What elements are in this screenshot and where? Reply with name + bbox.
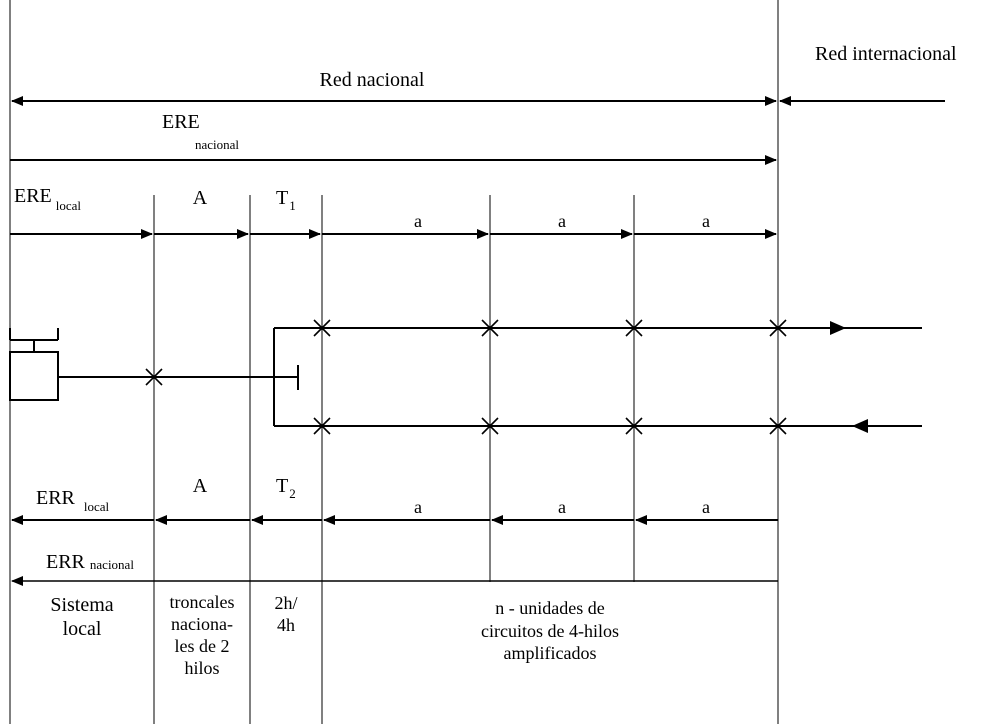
crosspoints [145,319,787,435]
send-a2-label: a [558,211,566,231]
send-a3-label: a [702,211,710,231]
boundary-lines [9,0,779,724]
ere-national-main: ERE [162,111,200,133]
local-system-caption: Sistema local [10,593,154,642]
hybrid-line-2: 4h [277,614,295,635]
trunks-line-3: les de 2 [174,635,230,656]
recv-a1-label: a [414,497,422,517]
hybrid-caption: 2h/ 4h [250,593,322,637]
cross-go-1 [313,319,331,337]
cross-go-4 [769,319,787,337]
ere-national-label: ERE [162,112,200,132]
cross-ret-1 [313,417,331,435]
local-system-line-2: local [62,618,102,641]
cross-ret-2 [481,417,499,435]
trunks-line-1: troncales [169,592,235,612]
amplified-line-2: circuitos de 4-hilos [481,620,619,641]
return-direction-arrow [852,419,868,433]
amplified-line-3: amplificados [503,643,597,663]
red-nacional-label: Red nacional [319,69,425,91]
recv-a3-label: a [702,497,710,517]
cross-go-3 [625,319,643,337]
ere-local-subscript: local [55,198,82,213]
cross-ret-3 [625,417,643,435]
amplified-line-1: n - unidades de [495,598,605,618]
err-national-main: ERR [46,551,85,573]
ere-local-main: ERE [14,185,52,207]
cross-local [145,368,163,386]
trunks-line-4: hilos [184,657,220,678]
ere-national-subscript: nacional [195,137,240,152]
local-system-line-1: Sistema [50,594,114,616]
cross-go-2 [481,319,499,337]
err-local-main: ERR [36,487,75,509]
recv-T2-main: T [276,475,289,497]
recv-A-label: A [192,475,208,497]
send-T1-subscript: 1 [289,198,296,213]
recv-T2-subscript: 2 [289,486,296,501]
send-T1-main: T [276,187,289,209]
telephone-set-icon [9,328,59,401]
go-direction-arrow [830,321,846,335]
send-A-label: A [192,187,208,209]
hybrid-line-1: 2h/ [274,593,298,613]
recv-T2-label: T2 [276,475,296,500]
trunks-line-2: naciona- [171,613,233,634]
recv-a2-label: a [558,497,566,517]
two-wire-line [58,365,299,390]
send-T1-label: T1 [276,187,296,212]
amplified-caption: n - unidades de circuitos de 4-hilos amp… [322,597,778,665]
err-national-label: ERR nacional [46,551,134,573]
err-national-subscript: nacional [89,557,134,572]
four-wire-paths [273,327,922,427]
err-local-subscript: local [83,499,110,514]
send-a1-label: a [414,211,422,231]
red-internacional-label: Red internacional [815,43,957,65]
cross-ret-4 [769,417,787,435]
trunks-caption: troncales naciona- les de 2 hilos [154,592,250,680]
err-local-label: ERR local [36,487,109,513]
